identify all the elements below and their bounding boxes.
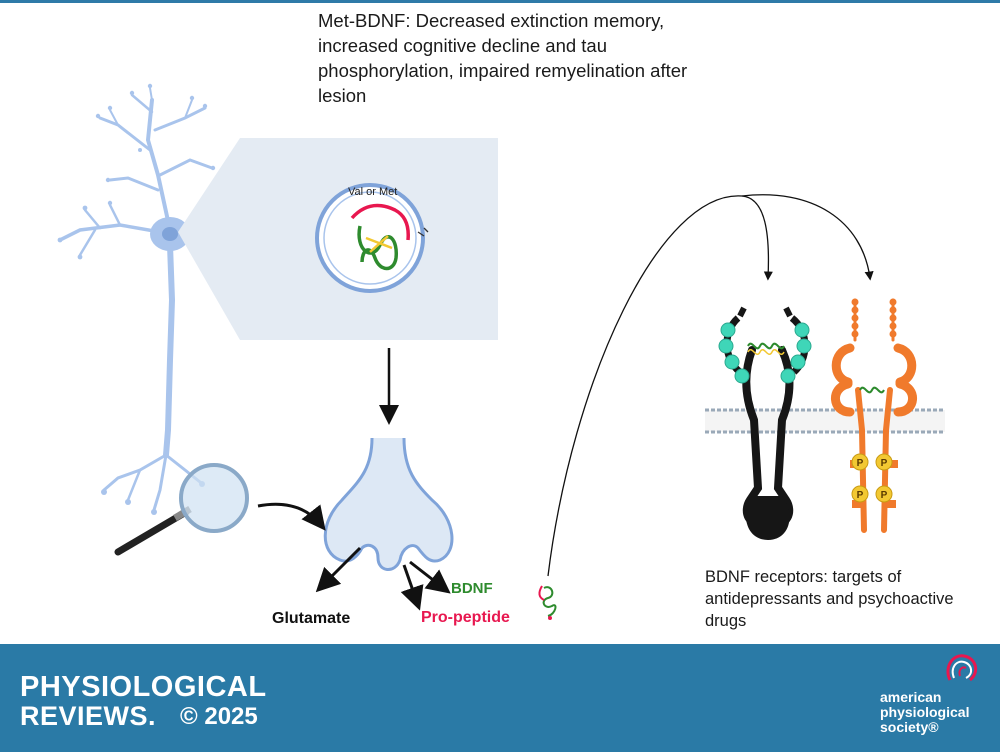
bdnf-label: BDNF [451, 580, 493, 597]
top-rule [0, 0, 1000, 3]
aps-logo-icon [946, 654, 978, 682]
neuron-nucleus [162, 227, 178, 241]
phospho-label: P [857, 490, 864, 501]
trk-ig-domains [718, 322, 812, 384]
val-or-met-label: Val or Met [348, 186, 398, 198]
diagram-illustration: P P P P [57, 83, 945, 620]
bound-bdnf-trk [747, 342, 785, 350]
released-bdnf-icon [538, 585, 557, 620]
propeptide-label: Pro-peptide [421, 609, 510, 626]
glutamate-label: Glutamate [272, 610, 351, 627]
arrow-to-p75-receptor [741, 194, 874, 281]
propeptide-strand [350, 203, 410, 241]
receptor-caption: BDNF receptors: targets of antidepressan… [705, 568, 954, 630]
arrow-glutamate [315, 546, 362, 593]
journal-footer: PHYSIOLOGICAL REVIEWS. © 2025 american p… [0, 644, 1000, 752]
magnifier-icon [114, 463, 249, 556]
arrow-bdnf [409, 560, 451, 594]
copyright-year: © 2025 [180, 703, 258, 730]
arrow-magnifier-to-synapse [257, 502, 326, 531]
met-bdnf-caption: Met-BDNF: Decreased extinction memory, i… [318, 10, 688, 106]
phospho-sites [851, 453, 893, 503]
phospho-label: P [881, 490, 888, 501]
phospho-label: P [857, 458, 864, 469]
arrow-propeptide [400, 564, 424, 611]
journal-title-line1: PHYSIOLOGICAL [20, 671, 267, 703]
phospho-label: P [881, 458, 888, 469]
society-name: american physiological society® [880, 689, 970, 735]
bound-bdnf-p75 [859, 386, 885, 394]
synaptic-bouton [323, 437, 454, 571]
journal-title-line2: REVIEWS. [20, 701, 157, 731]
arrow-to-trk-receptor [547, 195, 773, 577]
